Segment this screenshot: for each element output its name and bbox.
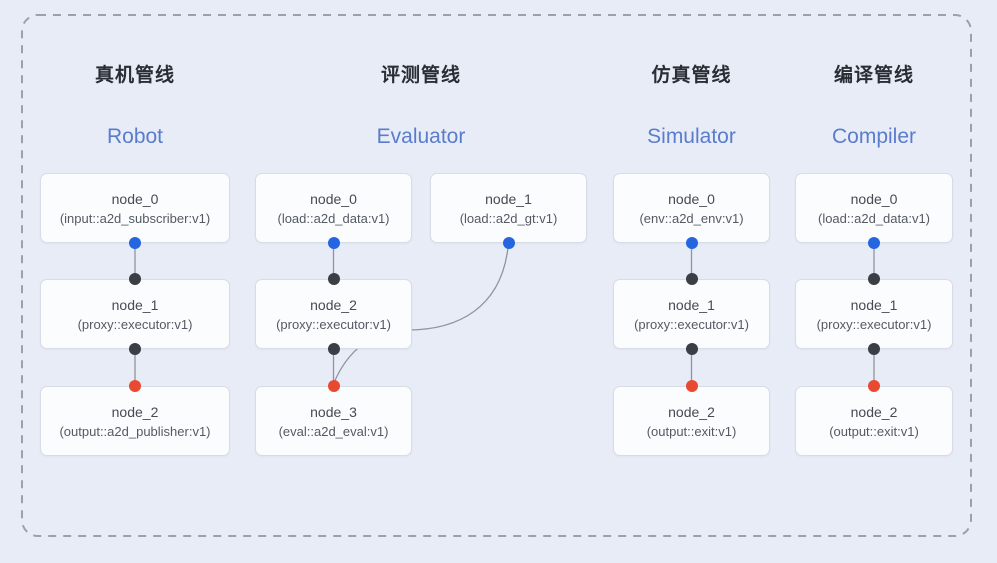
dashed-frame [21,14,972,537]
node-subtitle: (output::exit:v1) [829,423,919,439]
node-title: node_1 [850,296,898,313]
output-port-dot [502,237,515,249]
node-compiler-node_1: node_1(proxy::executor:v1) [795,279,953,349]
node-subtitle: (proxy::executor:v1) [816,316,932,332]
pipeline-title-en-simulator: Simulator [647,125,736,148]
node-subtitle: (proxy::executor:v1) [276,316,391,332]
node-compiler-node_2: node_2(output::exit:v1) [795,386,953,456]
input-port-dot [685,380,698,392]
output-port-dot [327,343,340,355]
input-port-dot [327,380,340,392]
output-port-dot [685,343,698,355]
node-evaluator-node_2: node_2(proxy::executor:v1) [255,279,412,349]
node-simulator-node_2: node_2(output::exit:v1) [613,386,770,456]
pipeline-title-zh-simulator: 仿真管线 [651,65,732,86]
output-port-dot [868,237,880,249]
pipeline-title-zh-compiler: 编译管线 [833,65,914,86]
node-title: node_0 [850,190,898,207]
node-subtitle: (load::a2d_data:v1) [817,210,931,226]
output-port-dot [685,237,698,249]
node-title: node_0 [111,190,159,207]
node-subtitle: (proxy::executor:v1) [634,316,749,332]
output-port-dot [129,343,141,355]
pipeline-title-en-compiler: Compiler [831,125,917,148]
node-subtitle: (output::a2d_publisher:v1) [59,423,211,439]
node-subtitle: (load::a2d_data:v1) [277,210,390,226]
input-port-dot [868,273,880,285]
node-subtitle: (env::a2d_env:v1) [639,210,744,226]
input-port-dot [327,273,340,285]
node-compiler-node_0: node_0(load::a2d_data:v1) [795,173,953,243]
node-title: node_1 [485,190,532,207]
node-subtitle: (input::a2d_subscriber:v1) [59,210,211,226]
node-robot-node_2: node_2(output::a2d_publisher:v1) [40,386,230,456]
node-title: node_0 [310,190,357,207]
pipeline-title-zh-robot: 真机管线 [94,65,175,86]
node-subtitle: (load::a2d_gt:v1) [459,210,558,226]
node-title: node_3 [310,403,357,420]
node-subtitle: (proxy::executor:v1) [77,316,193,332]
node-title: node_2 [310,296,357,313]
node-title: node_1 [111,296,159,313]
input-port-dot [685,273,698,285]
node-robot-node_1: node_1(proxy::executor:v1) [40,279,230,349]
node-title: node_1 [668,296,715,313]
input-port-dot [129,380,141,392]
node-simulator-node_1: node_1(proxy::executor:v1) [613,279,770,349]
node-simulator-node_0: node_0(env::a2d_env:v1) [613,173,770,243]
node-subtitle: (output::exit:v1) [646,423,737,439]
pipeline-title-en-evaluator: Evaluator [376,125,466,148]
output-port-dot [129,237,141,249]
node-subtitle: (eval::a2d_eval:v1) [278,423,389,439]
node-title: node_2 [850,403,898,420]
input-port-dot [868,380,880,392]
node-evaluator-node_1: node_1(load::a2d_gt:v1) [430,173,587,243]
input-port-dot [129,273,141,285]
output-port-dot [868,343,880,355]
pipeline-title-zh-evaluator: 评测管线 [380,65,461,86]
node-title: node_0 [668,190,715,207]
node-evaluator-node_0: node_0(load::a2d_data:v1) [255,173,412,243]
node-evaluator-node_3: node_3(eval::a2d_eval:v1) [255,386,412,456]
node-robot-node_0: node_0(input::a2d_subscriber:v1) [40,173,230,243]
output-port-dot [327,237,340,249]
pipeline-title-en-robot: Robot [106,125,164,148]
node-title: node_2 [111,403,159,420]
node-title: node_2 [668,403,715,420]
